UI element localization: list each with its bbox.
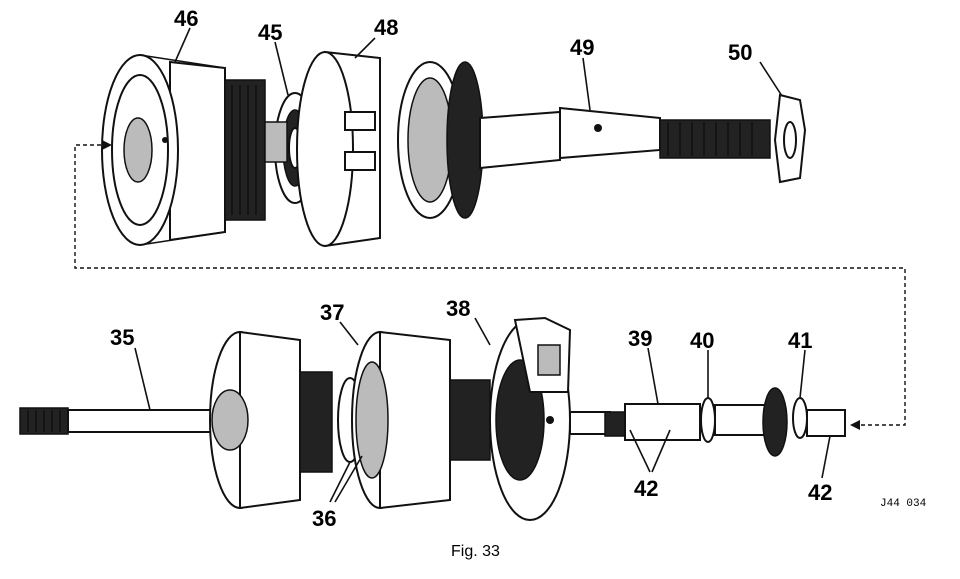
callout-39: 39 xyxy=(628,326,652,351)
part-39-shaft xyxy=(569,403,701,441)
arrow-left-icon xyxy=(102,140,112,150)
callout-38: 38 xyxy=(446,296,470,321)
callout-48: 48 xyxy=(374,15,398,40)
callout-50: 50 xyxy=(728,40,752,65)
callout-42-right: 42 xyxy=(808,480,832,505)
part-46-drum xyxy=(101,54,266,246)
clutch-drum xyxy=(209,330,333,510)
reference-code: J44 034 xyxy=(880,498,927,510)
assembly-connector-line xyxy=(74,144,906,426)
part-50-washer xyxy=(773,93,807,184)
figure-caption: Fig. 33 xyxy=(451,543,500,560)
callout-36: 36 xyxy=(312,506,336,531)
arrow-left-icon-lower xyxy=(850,420,860,430)
shaft-end xyxy=(806,409,846,437)
callout-35: 35 xyxy=(110,325,134,350)
callout-41: 41 xyxy=(788,328,812,353)
part-40-snap-ring xyxy=(700,397,716,443)
callout-45: 45 xyxy=(258,20,282,45)
callout-46: 46 xyxy=(174,6,198,31)
callout-labels: 46 45 48 49 50 35 37 38 39 40 41 42 42 3… xyxy=(110,6,832,531)
shaft-gear xyxy=(714,387,788,457)
part-41-snap-ring xyxy=(792,397,808,439)
callout-49: 49 xyxy=(570,35,594,60)
ring-gear xyxy=(397,61,484,219)
part-48-sleeve xyxy=(296,50,381,248)
part-49-shaft xyxy=(479,106,771,170)
callout-42-left: 42 xyxy=(634,476,658,501)
leader-lines xyxy=(134,27,831,503)
part-35-shaft xyxy=(19,407,214,435)
callout-40: 40 xyxy=(690,328,714,353)
part-38-drum xyxy=(489,316,572,521)
part-37-carrier xyxy=(351,330,491,510)
callout-37: 37 xyxy=(320,300,344,325)
part-46-gear xyxy=(224,79,266,221)
